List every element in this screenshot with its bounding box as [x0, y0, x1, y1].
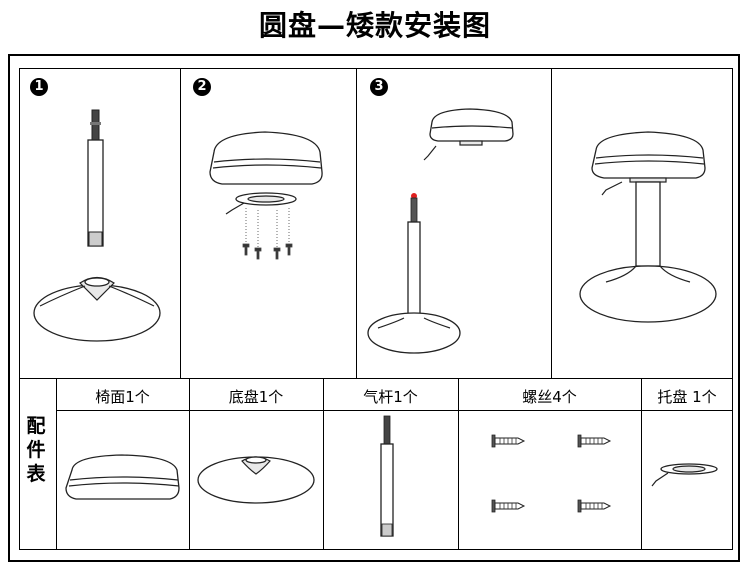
divider [56, 378, 57, 550]
part-label-tray: 托盘 1个 [657, 388, 717, 406]
part-label-seat: 椅面1个 [95, 388, 150, 406]
divider [641, 378, 642, 550]
part-gas-lift-illustration [380, 415, 394, 537]
parts-section-label: 配件表 [26, 415, 46, 485]
step-number-1: 1 [30, 78, 48, 96]
step-number-3: 3 [370, 78, 388, 96]
divider [180, 68, 181, 378]
inner-frame [19, 68, 733, 550]
divider [551, 68, 552, 378]
divider [189, 378, 190, 550]
part-seat-illustration [65, 454, 180, 500]
step-number-2: 2 [193, 78, 211, 96]
step2-tray [225, 192, 297, 215]
step2-screws [242, 208, 293, 260]
part-label-gas-lift: 气杆1个 [363, 388, 418, 406]
divider [323, 378, 324, 550]
step1-gas-lift [87, 109, 104, 247]
divider [56, 410, 733, 411]
part-tray-illustration [651, 463, 718, 487]
step3-lift-and-base [367, 193, 461, 354]
step3-seat [423, 108, 514, 161]
outer-frame [8, 54, 740, 562]
step4-assembled-stool [579, 131, 717, 323]
step2-seat [209, 131, 323, 185]
divider [19, 378, 733, 379]
part-screws-illustration [491, 434, 611, 513]
part-base-illustration [197, 456, 315, 504]
step1-base [33, 276, 161, 342]
page-title: 圆盘—矮款安装图 [258, 9, 491, 42]
part-label-screws: 螺丝4个 [522, 388, 577, 406]
part-label-base: 底盘1个 [228, 388, 284, 406]
divider [458, 378, 459, 550]
divider [356, 68, 357, 378]
